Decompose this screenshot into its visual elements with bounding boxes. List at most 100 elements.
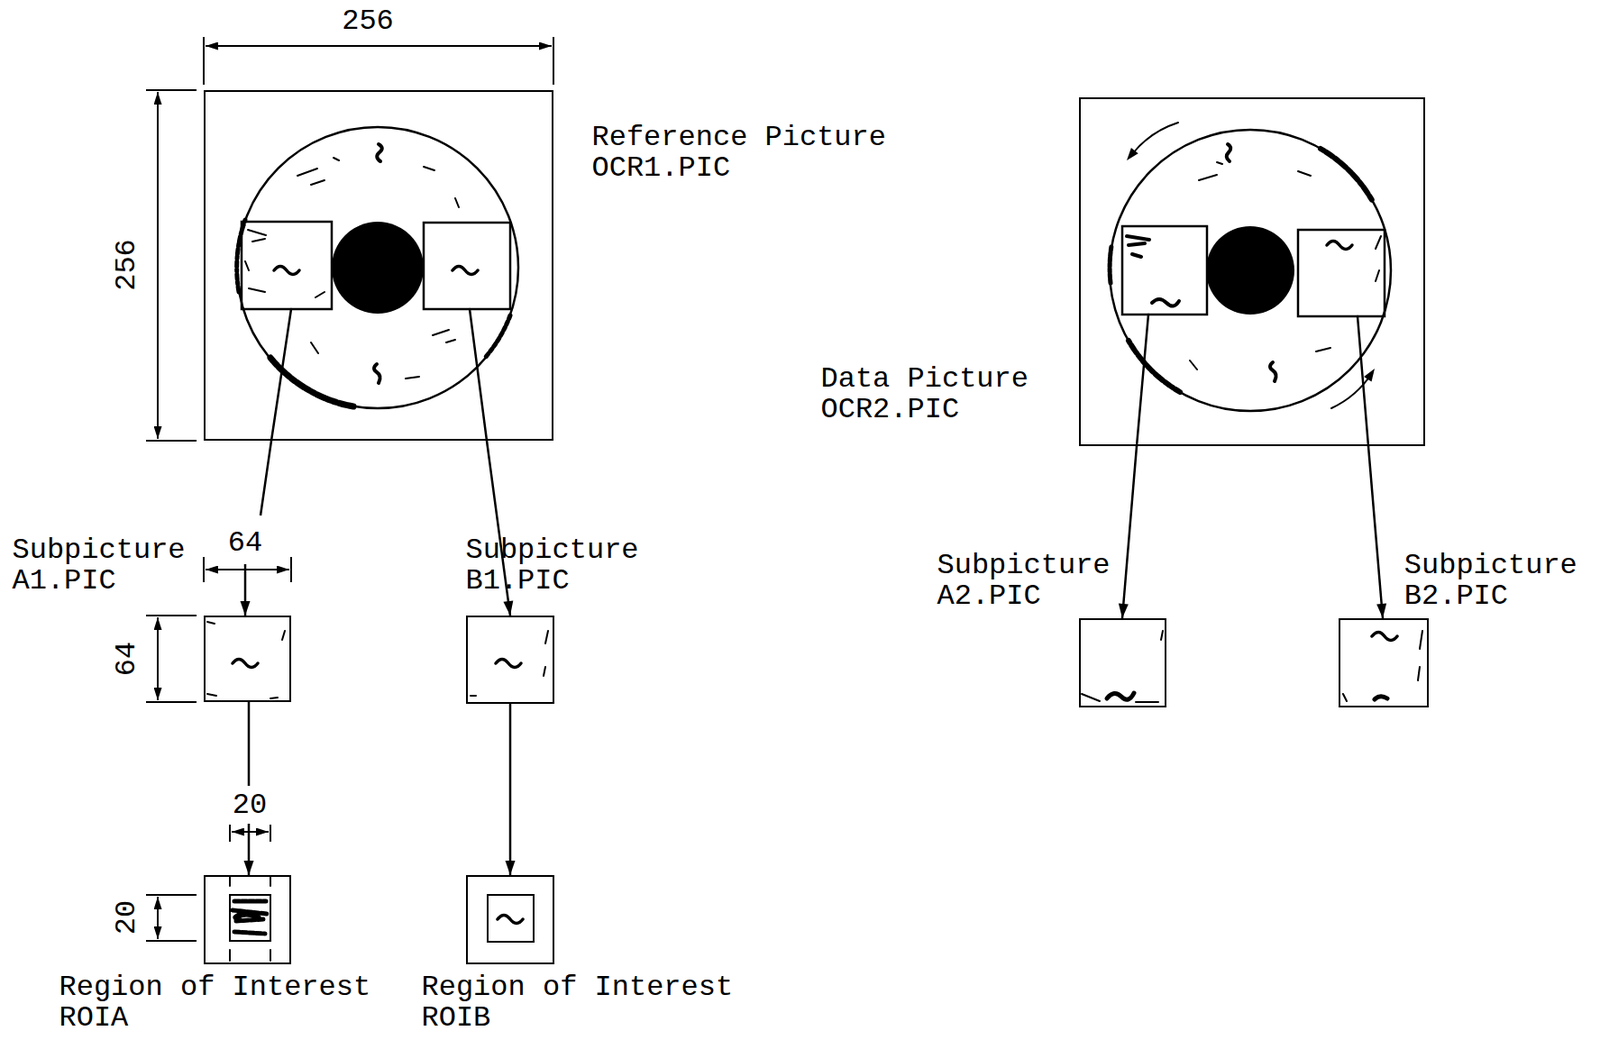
reference-picture-illustration-part <box>271 309 292 441</box>
subpicture-box: Subpicture B1.PIC <box>466 615 555 704</box>
data-picture-illustration-part <box>1189 162 1331 370</box>
dimension-lines-part <box>146 701 197 704</box>
dimension-lines-part <box>156 896 159 940</box>
node-caption: Region of Interest ROIA <box>59 972 389 1034</box>
reference-picture: Reference Picture OCR1.PIC <box>203 90 554 441</box>
subpicture-contents-part <box>1371 632 1398 641</box>
subpicture-box: Subpicture A2.PIC <box>1078 618 1167 708</box>
node-caption: Subpicture A2.PIC <box>937 550 1128 613</box>
reference-picture-illustration-part <box>469 309 487 441</box>
dimension-lines-part <box>156 91 159 439</box>
subpicture-contents <box>207 621 1423 961</box>
data-picture-illustration-part <box>1122 226 1207 315</box>
dimension-lines-part <box>290 557 293 583</box>
data-picture-illustration-part <box>1326 241 1353 250</box>
reference-picture-illustration-part <box>241 221 332 310</box>
reference-picture-illustration-part <box>245 229 325 298</box>
data-picture-illustration-part <box>1375 236 1381 282</box>
reference-picture-illustration-part <box>331 221 424 314</box>
data-picture-illustration-part <box>1320 148 1372 201</box>
subpicture-contents-part <box>207 621 285 699</box>
subpicture-contents-part <box>497 915 523 924</box>
dimension-lines <box>146 36 554 942</box>
data-picture-illustration-part <box>1126 147 1139 161</box>
dimension-label: 20 <box>230 790 269 822</box>
subpicture-contents-part <box>470 630 549 696</box>
dimension-label: 64 <box>111 640 143 678</box>
dimension-lines-part <box>552 36 555 85</box>
dimension-lines-part <box>146 89 197 92</box>
subpicture-contents-part <box>229 877 271 961</box>
connector-arrow <box>1368 446 1387 619</box>
subpicture-contents-part <box>236 914 258 918</box>
data-picture-illustration-part <box>1270 362 1277 382</box>
data-picture-illustration-part <box>1206 226 1295 315</box>
reference-picture-illustration-part <box>376 144 383 162</box>
data-picture-illustration-part <box>1226 144 1232 162</box>
connector-arrow <box>1118 446 1137 619</box>
reference-picture-illustration-part <box>274 266 300 275</box>
subpicture-contents-part <box>495 659 522 668</box>
region-of-interest-box: Region of Interest ROIA <box>203 875 292 965</box>
connector-arrow <box>505 704 516 876</box>
reference-picture-illustration-part <box>374 364 381 384</box>
dimension-lines-part <box>146 439 197 442</box>
node-caption: Subpicture B2.PIC <box>1404 550 1595 613</box>
reference-picture-illustration-part <box>423 222 511 310</box>
data-picture-illustration-part <box>1136 314 1149 447</box>
dimension-lines-part <box>231 831 269 833</box>
subpicture-contents-part <box>1106 693 1134 700</box>
arrow-head <box>240 601 251 616</box>
dimension-lines-part <box>202 557 205 583</box>
subpicture-contents-part <box>487 895 534 942</box>
data-picture-illustration-part <box>1331 373 1372 409</box>
dimension-label: 256 <box>111 237 143 293</box>
connector-arrow <box>244 702 255 876</box>
node-caption: Subpicture A1.PIC <box>12 535 203 597</box>
arrow-head <box>505 860 516 876</box>
subpicture-contents-part <box>1343 630 1423 702</box>
arrow-head <box>502 600 513 616</box>
data-picture-illustration-part <box>1126 236 1150 257</box>
arrow-head <box>1376 603 1387 619</box>
dimension-lines-part <box>146 940 197 942</box>
subpicture-box: Subpicture A1.PIC <box>203 615 292 703</box>
node-caption: Region of Interest ROIB <box>421 972 751 1034</box>
dimension-lines-part <box>205 45 552 47</box>
dimension-lines-part <box>146 614 197 617</box>
connector-line <box>1122 446 1137 619</box>
data-picture-illustration-part <box>1152 299 1180 307</box>
dimension-lines-part <box>202 36 205 85</box>
subpicture-box: Subpicture B2.PIC <box>1338 618 1429 708</box>
dimension-lines-part <box>269 824 272 842</box>
region-of-interest-box: Region of Interest ROIB <box>466 875 555 965</box>
connector-line <box>247 702 251 876</box>
arrow-head <box>244 860 255 876</box>
node-caption: Subpicture B1.PIC <box>466 535 657 597</box>
subpicture-contents-part <box>232 901 267 934</box>
data-picture-illustration-part <box>1363 368 1375 382</box>
arrow-head <box>1118 603 1129 619</box>
data-picture-illustration-part <box>1109 129 1391 412</box>
data-picture: Data Picture OCR2.PIC <box>1078 97 1426 447</box>
dimension-label: 256 <box>339 6 396 37</box>
reference-picture-illustration-part <box>297 157 459 379</box>
data-picture-illustration-part <box>1298 229 1385 317</box>
subpicture-contents-part <box>229 895 271 942</box>
dimension-lines-part <box>146 894 197 896</box>
dimension-lines-part <box>156 617 159 701</box>
dimension-label: 20 <box>111 898 143 937</box>
subpicture-contents-part <box>1374 696 1388 700</box>
connector-line <box>1368 446 1383 619</box>
reference-picture-illustration-part <box>452 266 478 275</box>
dimension-lines-part <box>205 568 290 571</box>
subpicture-contents-part <box>1081 630 1163 703</box>
node-caption: Reference Picture OCR1.PIC <box>592 122 905 184</box>
reference-picture-illustration <box>237 127 519 441</box>
node-caption: Data Picture OCR2.PIC <box>821 364 1047 426</box>
dimension-label: 64 <box>226 528 265 559</box>
data-picture-illustration-part <box>1109 246 1112 284</box>
